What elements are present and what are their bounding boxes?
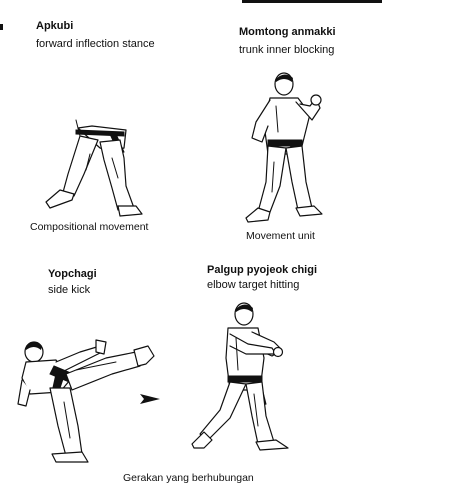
left-edge-mark [0, 24, 3, 30]
top-rule [242, 0, 382, 3]
panel-desc-momtong-anmakki: trunk inner blocking [239, 44, 335, 56]
panel-desc-yopchagi: side kick [48, 284, 91, 296]
panel-name-palgup-pyojeok-chigi: Palgup pyojeok chigi [207, 264, 318, 276]
arrow-right-icon [140, 394, 160, 404]
caption-compositional-movement: Compositional movement [30, 221, 149, 233]
panel-name-yopchagi: Yopchagi [48, 268, 97, 280]
caption-movement-unit: Movement unit [246, 230, 315, 242]
inner-block-figure [245, 72, 323, 223]
caption-connected-movement: Gerakan yang berhubungan [123, 472, 254, 484]
front-stance-figure [45, 119, 143, 217]
panel-name-momtong-anmakki: Momtong anmakki [239, 26, 336, 38]
panel-name-apkubi: Apkubi [36, 20, 74, 32]
side-kick-figure [17, 339, 155, 463]
panel-desc-palgup-pyojeok-chigi: elbow target hitting [207, 279, 300, 291]
elbow-strike-figure [191, 302, 289, 451]
panel-desc-apkubi: forward inflection stance [36, 38, 155, 50]
